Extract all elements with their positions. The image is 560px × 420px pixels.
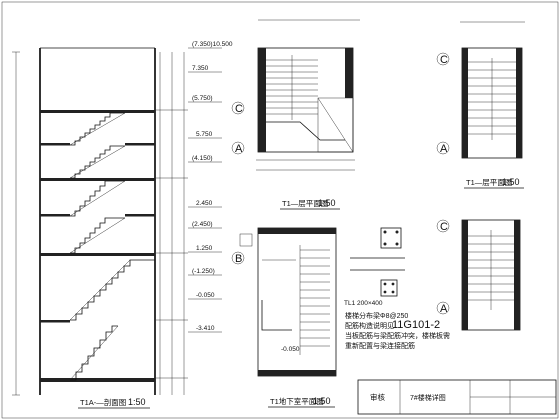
stair-plan-top-right: A C T1—层平面图 1:50 bbox=[436, 21, 525, 189]
elev-label: (4.150) bbox=[192, 155, 213, 162]
title-block: 审核 7#楼梯详图 bbox=[357, 379, 557, 415]
stair-section-view bbox=[12, 47, 188, 396]
elevation-labels: (7.350)10.500 7.350 (5.750) 5.750 (4.150… bbox=[188, 41, 233, 333]
elev-label: 5.750 bbox=[196, 131, 213, 138]
section-title: T1A-—剖面图 1:50 bbox=[78, 397, 150, 409]
axis-label: A bbox=[440, 303, 448, 315]
elev-label: 2.450 bbox=[196, 200, 213, 207]
axis-label: B bbox=[235, 253, 242, 265]
elev-label: (5.750) bbox=[192, 95, 213, 102]
elev-label: (-1.250) bbox=[192, 268, 215, 275]
axis-label: A bbox=[440, 143, 448, 155]
title-stamp: 审核 bbox=[370, 392, 385, 402]
axis-label: C bbox=[235, 103, 243, 115]
beam-detail: TL1 200×400 bbox=[344, 227, 405, 307]
view-scale: 1:50 bbox=[313, 396, 331, 406]
axis-label: A bbox=[235, 143, 243, 155]
elev-label: (2.450) bbox=[192, 221, 213, 228]
stair-plan-upper: C A T1—层平面图 1:50 bbox=[231, 19, 360, 210]
note-standard: 11G101-2 bbox=[392, 319, 440, 331]
drawing-name: 7#楼梯详图 bbox=[410, 393, 446, 402]
notes-block: 楼梯分布梁Φ8@250 配筋构造说明见 11G101-2 当板配筋与梁配筋冲突，… bbox=[345, 311, 450, 350]
view-title: T1—层平面图 bbox=[466, 178, 512, 187]
note-line: 重新配置与梁连接配筋 bbox=[345, 341, 415, 350]
view-title: T1地下室平面图 bbox=[270, 396, 324, 406]
note-line: 楼梯分布梁Φ8@250 bbox=[345, 311, 408, 320]
elev-label: 7.350 bbox=[192, 65, 209, 72]
view-title: T1A-—剖面图 bbox=[80, 397, 126, 407]
stair-plan-bottom-right: A C bbox=[436, 219, 521, 331]
note-line: 配筋构造说明见 bbox=[345, 321, 394, 330]
axis-label: C bbox=[440, 221, 448, 233]
axis-label: C bbox=[440, 54, 448, 66]
elev-label: -3.410 bbox=[196, 325, 215, 332]
stair-plan-basement: B -0.050 T1地下室平面图 1:50 bbox=[231, 227, 337, 408]
elev-label: 1.250 bbox=[196, 245, 213, 252]
view-scale: 1:50 bbox=[128, 397, 146, 407]
elev-label: -0.050 bbox=[281, 346, 300, 353]
elev-label: -0.050 bbox=[196, 292, 215, 299]
view-scale: 1:50 bbox=[318, 198, 336, 208]
view-scale: 1:50 bbox=[502, 177, 520, 187]
beam-label: TL1 200×400 bbox=[344, 300, 383, 307]
elev-label: (7.350)10.500 bbox=[192, 41, 233, 48]
note-line: 当板配筋与梁配筋冲突，楼梯板需 bbox=[345, 331, 450, 340]
view-title: T1—层平面图 bbox=[282, 199, 328, 208]
